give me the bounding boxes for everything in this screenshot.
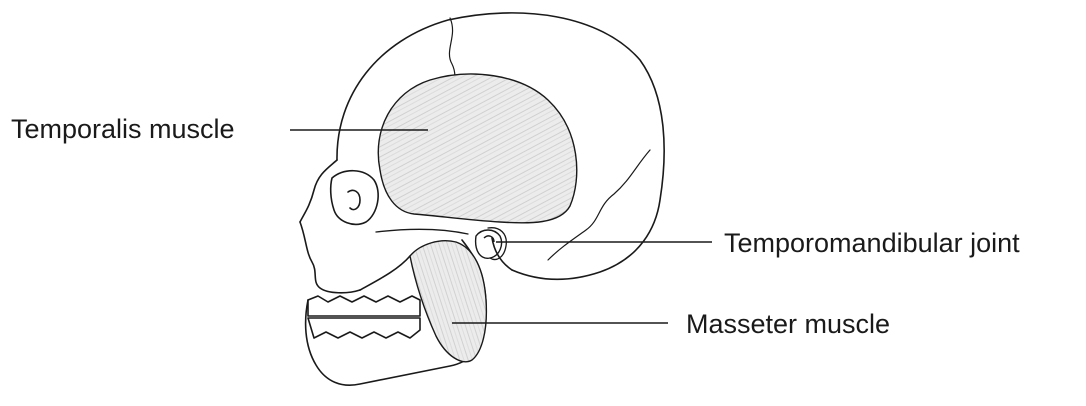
temporalis-label: Temporalis muscle	[11, 116, 235, 143]
lower-teeth	[308, 318, 420, 338]
masseter-muscle	[410, 241, 486, 362]
tmj-detail	[476, 230, 502, 258]
cheek-outline	[360, 256, 410, 290]
tmj-label: Temporomandibular joint	[724, 230, 1020, 257]
orbit-inner	[348, 190, 360, 209]
upper-teeth	[308, 296, 420, 316]
zygomatic-arch	[376, 229, 468, 234]
orbit-outline	[331, 171, 378, 225]
temporalis-muscle	[378, 74, 577, 223]
masseter-label: Masseter muscle	[686, 311, 890, 338]
nose-outline	[300, 222, 360, 293]
forehead-outline	[300, 160, 337, 222]
